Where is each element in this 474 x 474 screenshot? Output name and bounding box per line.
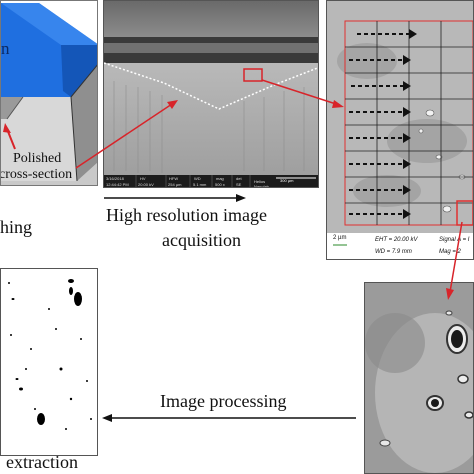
- blue-layer-top: [1, 3, 97, 45]
- step-processing-label: Image processing: [160, 391, 287, 411]
- footer-cell-hfw: HFW: [169, 176, 179, 181]
- grid-signal-text: Signal A = I: [439, 237, 470, 243]
- footer-value-hv: 20.00 kV: [138, 182, 154, 187]
- step-extraction-label: extraction: [6, 452, 78, 472]
- particles: [418, 109, 466, 213]
- dark-coating-layer: [104, 37, 318, 63]
- sem-grid-image: [327, 1, 473, 259]
- footer-cell-instrument: Helios Nanolab 600: [254, 179, 269, 188]
- schematic-panel: n Polished cross-section: [0, 0, 98, 186]
- step-etching-label: hing: [0, 217, 33, 237]
- grid-scale-text: 2 µm: [333, 235, 347, 241]
- region-of-interest-box: [243, 68, 263, 82]
- binary-image: [8, 279, 92, 430]
- sem-cross-section-panel: 300 µm 3/16/2018 12:44:42 PM HV 20.00 kV…: [103, 0, 319, 188]
- polished-label-line1: Polished: [13, 151, 62, 166]
- sem-scale-text: 300 µm: [280, 178, 294, 183]
- binary-extraction-panel: [0, 268, 98, 456]
- sem-zoom-panel: [364, 282, 474, 474]
- footer-cell-det: det: [236, 176, 242, 181]
- polished-boundary: [104, 62, 318, 110]
- top-letter: n: [1, 39, 10, 58]
- footer-value-det: SE: [236, 182, 242, 187]
- polished-label-line2: cross-section: [0, 167, 73, 182]
- grid-eht-text: EHT = 20.00 kV: [375, 237, 418, 243]
- footer-cell-wd: WD: [194, 176, 201, 181]
- sem-grid-panel: 2 µm EHT = 20.00 kV WD = 7.9 mm Signal A…: [326, 0, 474, 260]
- footer-value-mag: 500 x: [215, 182, 225, 187]
- blue-layer-edge: [61, 45, 97, 97]
- substrate-front: [1, 97, 77, 181]
- grid-wd-text: WD = 7.9 mm: [375, 249, 412, 255]
- footer-cell-mag: mag: [216, 176, 224, 181]
- grid-mag-text: Mag = 2: [439, 249, 461, 255]
- selected-cell: [456, 200, 473, 226]
- sem-footer-bar: [104, 175, 318, 187]
- footer-value-wd: 5.1 mm: [193, 182, 207, 187]
- sem-cross-section-image: [104, 1, 318, 187]
- footer-cell-date: 3/16/2018: [106, 176, 124, 181]
- sem-footer-labels: 3/16/2018 12:44:42 PM HV 20.00 kV HFW 25…: [106, 176, 276, 188]
- step-acquisition-line1: High resolution image: [106, 205, 267, 225]
- scan-arrows: [349, 29, 417, 219]
- polished-notch: [1, 97, 23, 119]
- footer-value-time: 12:44:42 PM: [106, 182, 129, 187]
- sem-info-bar: [327, 233, 473, 259]
- pores: [379, 310, 473, 447]
- step-acquisition-line2: acquisition: [162, 230, 241, 250]
- footer-value-hfw: 254 µm: [168, 182, 182, 187]
- footer-cell-hv: HV: [140, 176, 146, 181]
- sem-zoom-image: [365, 310, 473, 473]
- extracted-pores: [8, 279, 92, 430]
